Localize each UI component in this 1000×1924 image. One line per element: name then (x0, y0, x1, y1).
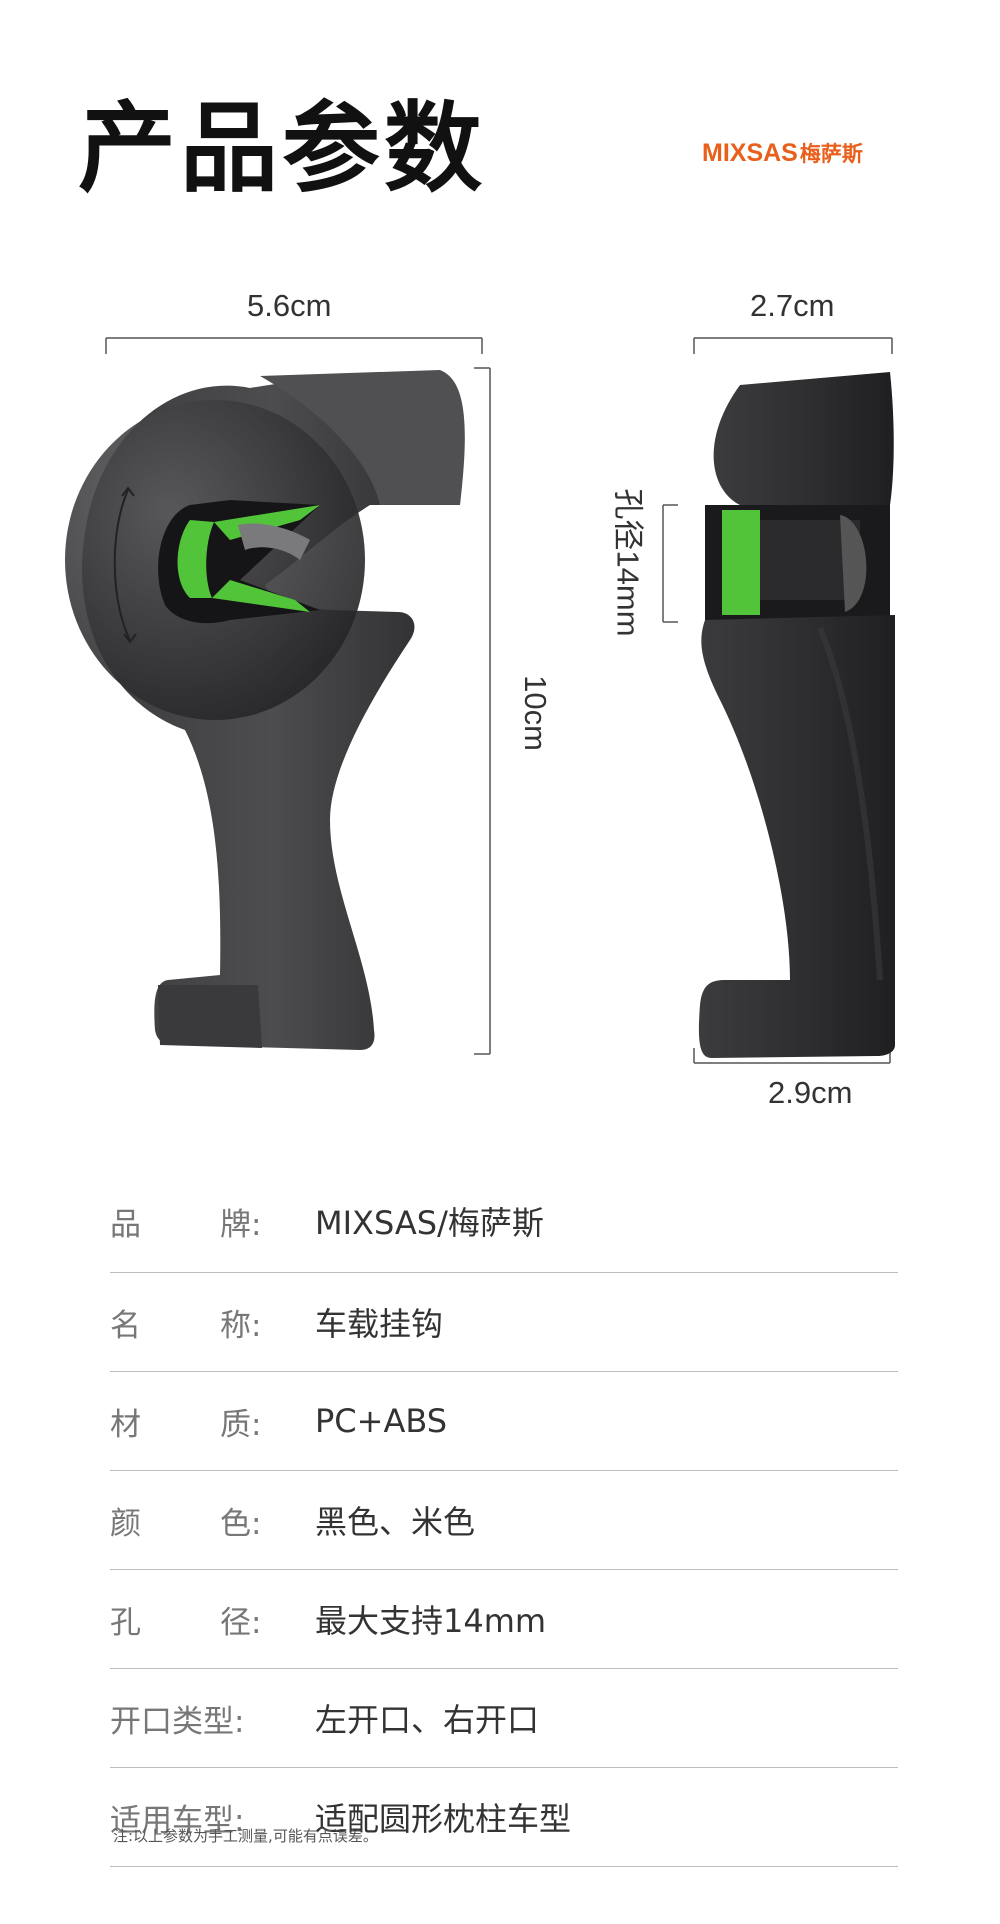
hole-dimension-line (662, 504, 678, 623)
height-label: 10cm (517, 675, 553, 751)
brand-logo: MIXSAS梅萨斯 (702, 138, 863, 168)
side-top-width-label: 2.7cm (750, 288, 835, 323)
spec-table: 品牌: MIXSAS/梅萨斯 名称: 车载挂钩 材质: PC+ABS 颜色: 黑… (110, 1150, 898, 1867)
brand-logo-cn: 梅萨斯 (799, 143, 863, 166)
spec-label: 适用车型: (110, 1802, 245, 1839)
spec-row-opening-type: 开口类型: 左开口、右开口 (110, 1669, 898, 1768)
spec-value: 车载挂钩 (315, 1305, 444, 1343)
side-top-width-dimension-line (693, 337, 893, 354)
spec-label: 孔径: (110, 1604, 262, 1641)
spec-row-name: 名称: 车载挂钩 (110, 1273, 898, 1372)
page-title: 产品参数 (78, 92, 487, 206)
hole-diameter-label: 孔径14mm (610, 488, 646, 637)
spec-value: MIXSAS/梅萨斯 (315, 1204, 544, 1242)
front-width-dimension-line (105, 337, 483, 354)
hook-side-view (698, 372, 895, 1058)
side-bottom-width-label: 2.9cm (768, 1075, 853, 1110)
spec-value: PC+ABS (315, 1402, 448, 1440)
hook-front-view (65, 370, 465, 1050)
spec-label: 开口类型: (110, 1703, 245, 1740)
brand-logo-latin: MIXSAS (702, 139, 798, 167)
disclaimer-note: 注:以上参数为手工测量,可能有点误差。 (113, 1827, 378, 1845)
spec-row-material: 材质: PC+ABS (110, 1372, 898, 1471)
spec-value: 黑色、米色 (315, 1503, 476, 1541)
spec-label: 颜色: (110, 1505, 262, 1542)
front-width-label: 5.6cm (247, 288, 332, 323)
product-dimension-drawing (65, 337, 895, 1064)
spec-row-vehicle: 适用车型: 适配圆形枕柱车型 (110, 1768, 898, 1867)
spec-row-color: 颜色: 黑色、米色 (110, 1471, 898, 1570)
spec-label: 品牌: (110, 1206, 262, 1243)
height-dimension-line (474, 367, 491, 1055)
spec-value: 最大支持14mm (315, 1602, 547, 1640)
spec-label: 材质: (110, 1406, 262, 1443)
spec-label: 名称: (110, 1307, 262, 1344)
spec-value: 适配圆形枕柱车型 (315, 1800, 572, 1838)
spec-row-brand: 品牌: MIXSAS/梅萨斯 (110, 1150, 898, 1273)
spec-row-hole: 孔径: 最大支持14mm (110, 1570, 898, 1669)
spec-value: 左开口、右开口 (315, 1701, 540, 1739)
